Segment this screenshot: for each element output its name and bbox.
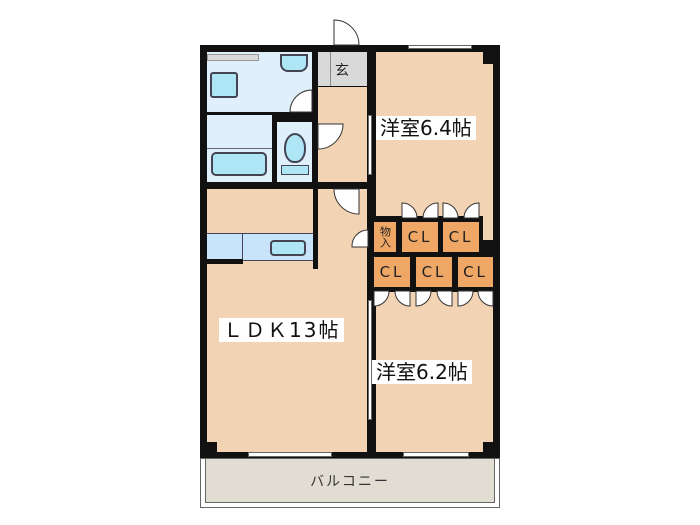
closet-2: CL <box>443 222 479 252</box>
balcony-label: バルコニー <box>310 473 390 490</box>
closet-label: CL <box>379 263 405 281</box>
storage-label: 物入 <box>378 226 392 248</box>
closet-4: CL <box>416 257 452 287</box>
toilet-tank-icon <box>281 165 309 175</box>
closet-3: CL <box>374 257 410 287</box>
closet-label: CL <box>421 263 447 281</box>
storage-closet: 物入 <box>374 222 396 252</box>
wall-column <box>483 442 493 452</box>
bathroom-floor-divider <box>207 148 272 149</box>
western-room-1-label: 洋室6.4帖 <box>376 116 476 140</box>
sink-icon <box>280 54 308 72</box>
ldk-label: ＬＤＫ13帖 <box>219 318 345 342</box>
window <box>408 45 472 49</box>
closet-5: CL <box>458 257 493 287</box>
toilet-icon <box>284 133 306 163</box>
closet-label: CL <box>448 228 474 246</box>
window <box>403 452 469 457</box>
western-room-1-alcove <box>483 64 493 240</box>
entrance-step-line <box>330 52 331 86</box>
kitchen-sink-icon <box>270 240 306 256</box>
entrance-label: 玄 <box>335 63 349 79</box>
washing-machine-icon <box>210 72 238 98</box>
wall-column <box>207 442 217 452</box>
balcony-floor: バルコニー <box>205 458 495 503</box>
kitchen-wall <box>207 259 243 264</box>
window <box>368 300 372 420</box>
western-room-2-label: 洋室6.2帖 <box>372 360 472 384</box>
window <box>368 115 372 175</box>
closet-label: CL <box>463 263 488 281</box>
entrance <box>318 52 367 86</box>
kitchen-partition <box>313 189 318 269</box>
closet-label: CL <box>407 228 433 246</box>
kitchen-divider <box>242 233 243 261</box>
window <box>248 452 332 457</box>
bathtub-icon <box>211 152 267 176</box>
closet-1: CL <box>402 222 438 252</box>
washroom-counter <box>207 54 259 61</box>
